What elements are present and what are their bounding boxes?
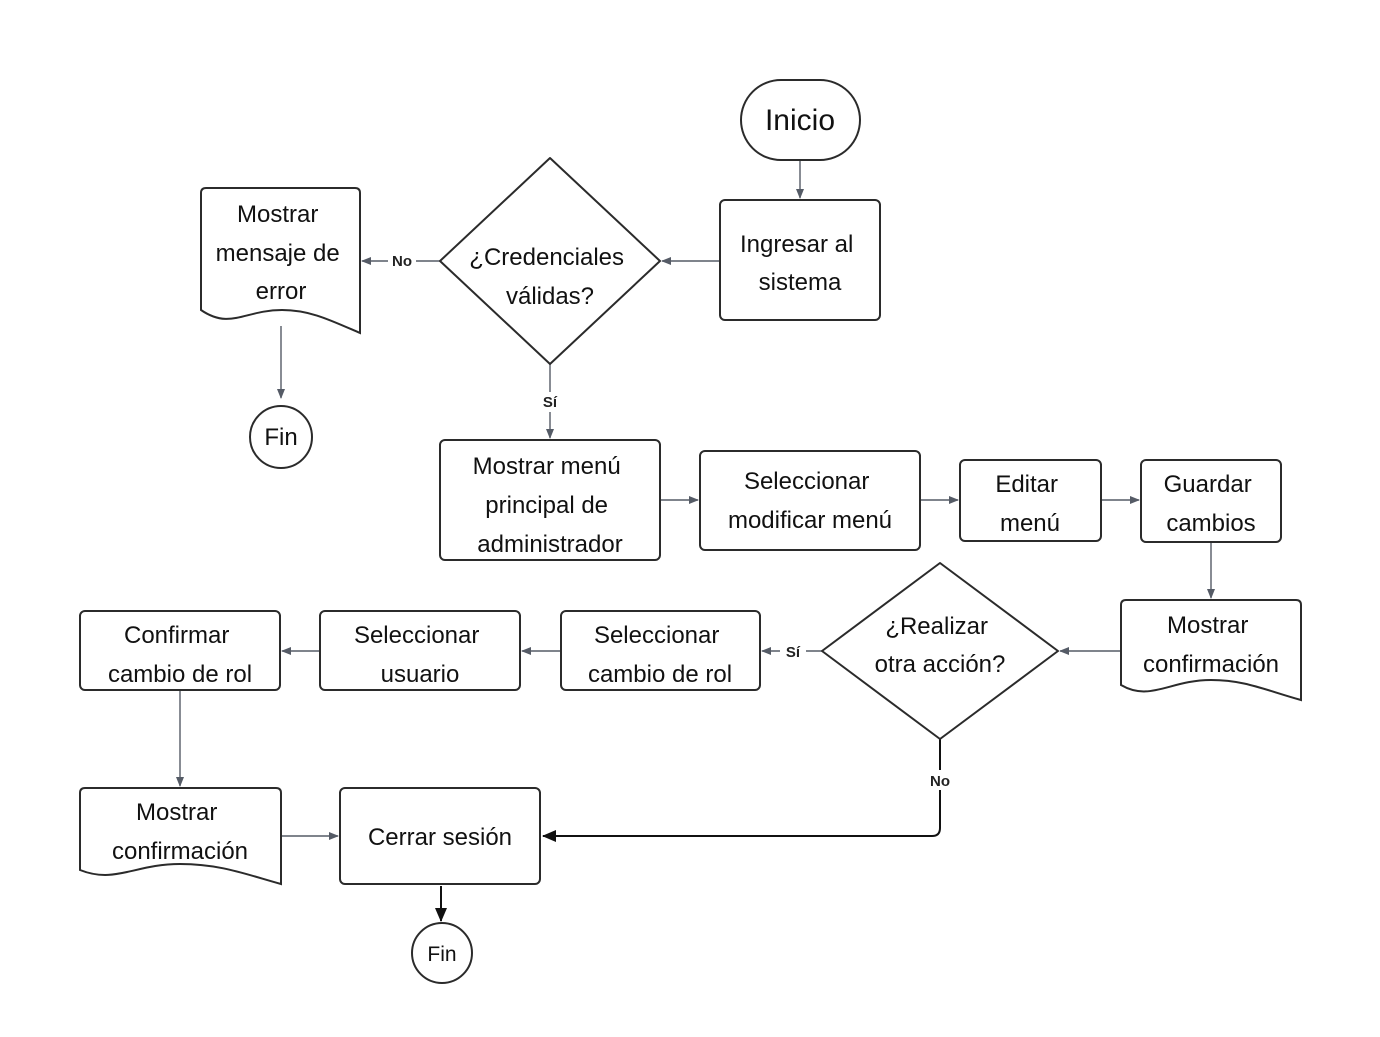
node-mostrar-confirmacion-2-label: Mostrar confirmación (112, 799, 248, 865)
node-cerrar-sesion: Cerrar sesión (339, 787, 541, 885)
node-fin-2: Fin (411, 922, 473, 984)
process-shape (319, 610, 521, 691)
node-editar-menu: Editar menú (959, 459, 1102, 542)
node-fin-1: Fin (249, 405, 313, 469)
node-realizar-otra-accion: ¿Realizar otra acción? (821, 562, 1059, 740)
node-inicio-label: Inicio (765, 104, 835, 137)
decision-shape (439, 157, 661, 365)
node-mostrar-error-label: Mostrar mensaje de error (216, 201, 347, 305)
node-menu-principal: Mostrar menú principal de administrador (439, 439, 661, 561)
edge-label-no-realizar-text: No (930, 773, 950, 790)
node-realizar-otra-accion-label: ¿Realizar otra acción? (875, 613, 1006, 678)
node-seleccionar-modificar: Seleccionar modificar menú (699, 450, 921, 551)
process-shape (699, 450, 921, 551)
edge-label-no-credenciales-text: No (392, 253, 412, 270)
process-shape (1140, 459, 1282, 543)
edge-label-no-realizar: No (926, 770, 954, 790)
process-shape (439, 439, 661, 561)
node-inicio: Inicio (740, 79, 861, 161)
edge-label-si-realizar: Sí (780, 642, 806, 661)
document-shape (200, 187, 361, 335)
document-shape (79, 787, 282, 886)
node-seleccionar-usuario-label: Seleccionar usuario (354, 622, 486, 688)
node-cerrar-sesion-label: Cerrar sesión (368, 824, 512, 851)
node-fin-1-label: Fin (264, 424, 297, 451)
node-credenciales-validas: ¿Credenciales válidas? (439, 157, 661, 365)
node-confirmar-cambio-rol-label: Confirmar cambio de rol (108, 622, 252, 688)
node-mostrar-confirmacion-1: Mostrar confirmación (1120, 599, 1302, 702)
decision-shape (821, 562, 1059, 740)
edge-label-si-realizar-text: Sí (786, 644, 801, 661)
node-seleccionar-usuario: Seleccionar usuario (319, 610, 521, 691)
document-shape (1120, 599, 1302, 702)
edge-label-si-credenciales-text: Sí (543, 394, 558, 411)
edge-label-no-credenciales: No (388, 252, 416, 270)
node-fin-2-label: Fin (427, 943, 456, 966)
node-guardar-cambios: Guardar cambios (1140, 459, 1282, 543)
node-mostrar-confirmacion-1-label: Mostrar confirmación (1143, 612, 1279, 678)
edge-realizar-cerrar (542, 738, 941, 842)
terminator-circle (411, 922, 473, 984)
node-seleccionar-modificar-label: Seleccionar modificar menú (728, 468, 892, 534)
node-seleccionar-cambio-rol-label: Seleccionar cambio de rol (588, 622, 732, 688)
edge-label-si-credenciales: Sí (538, 392, 562, 412)
node-guardar-cambios-label: Guardar cambios (1164, 471, 1259, 537)
process-shape (719, 199, 881, 321)
process-shape (79, 610, 281, 691)
node-editar-menu-label: Editar menú (995, 471, 1064, 537)
terminator-circle (249, 405, 313, 469)
node-ingresar-sistema: Ingresar al sistema (719, 199, 881, 321)
process-shape (959, 459, 1102, 542)
process-shape (339, 787, 541, 885)
node-mostrar-error: Mostrar mensaje de error (200, 187, 361, 335)
terminator-shape (740, 79, 861, 161)
node-ingresar-sistema-label: Ingresar al sistema (740, 231, 860, 296)
node-confirmar-cambio-rol: Confirmar cambio de rol (79, 610, 281, 691)
node-menu-principal-label: Mostrar menú principal de administrador (473, 453, 628, 558)
process-shape (560, 610, 761, 691)
node-mostrar-confirmacion-2: Mostrar confirmación (79, 787, 282, 886)
node-seleccionar-cambio-rol: Seleccionar cambio de rol (560, 610, 761, 691)
node-credenciales-validas-label: ¿Credenciales válidas? (469, 244, 630, 310)
